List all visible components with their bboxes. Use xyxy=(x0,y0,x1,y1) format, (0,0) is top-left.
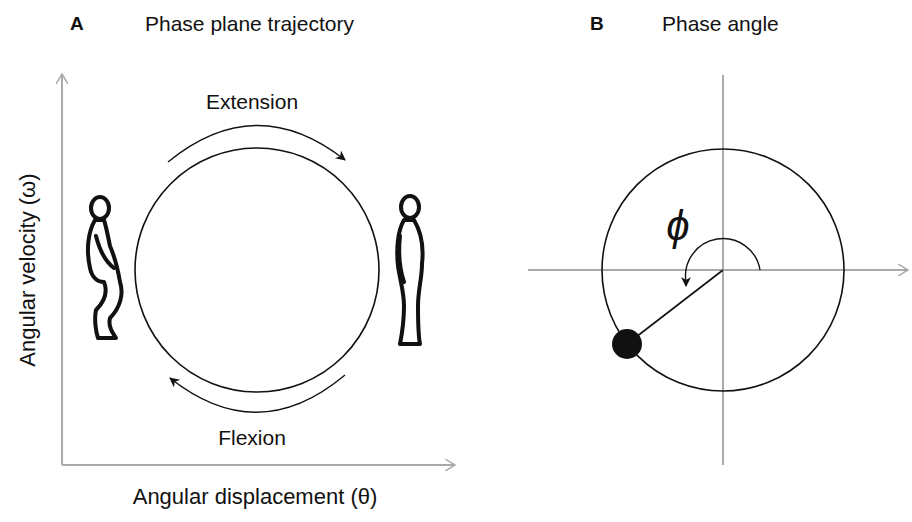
panel-letter: B xyxy=(590,14,604,35)
direction-label: Extension xyxy=(206,90,298,113)
squat-figure xyxy=(88,197,122,338)
extension-arrow xyxy=(168,125,345,162)
panel-title: Phase plane trajectory xyxy=(145,12,354,35)
angle-symbol: ϕ xyxy=(666,203,689,249)
trajectory-circle xyxy=(135,148,379,392)
axis-label: Angular displacement (θ) xyxy=(133,485,378,509)
axis-label: Angular velocity (ω) xyxy=(16,173,40,366)
phase-point xyxy=(612,329,642,359)
direction-label: Flexion xyxy=(218,426,286,449)
x-axis xyxy=(62,464,455,466)
y-axis xyxy=(61,74,63,465)
horizontal-axis xyxy=(528,269,908,271)
panel-letter: A xyxy=(70,14,84,35)
standing-figure xyxy=(397,196,422,344)
angle-arc xyxy=(686,238,760,286)
panel-title: Phase angle xyxy=(662,12,779,35)
flexion-arrow xyxy=(170,375,345,412)
phase-circle xyxy=(602,149,844,391)
radius-line xyxy=(627,270,723,344)
